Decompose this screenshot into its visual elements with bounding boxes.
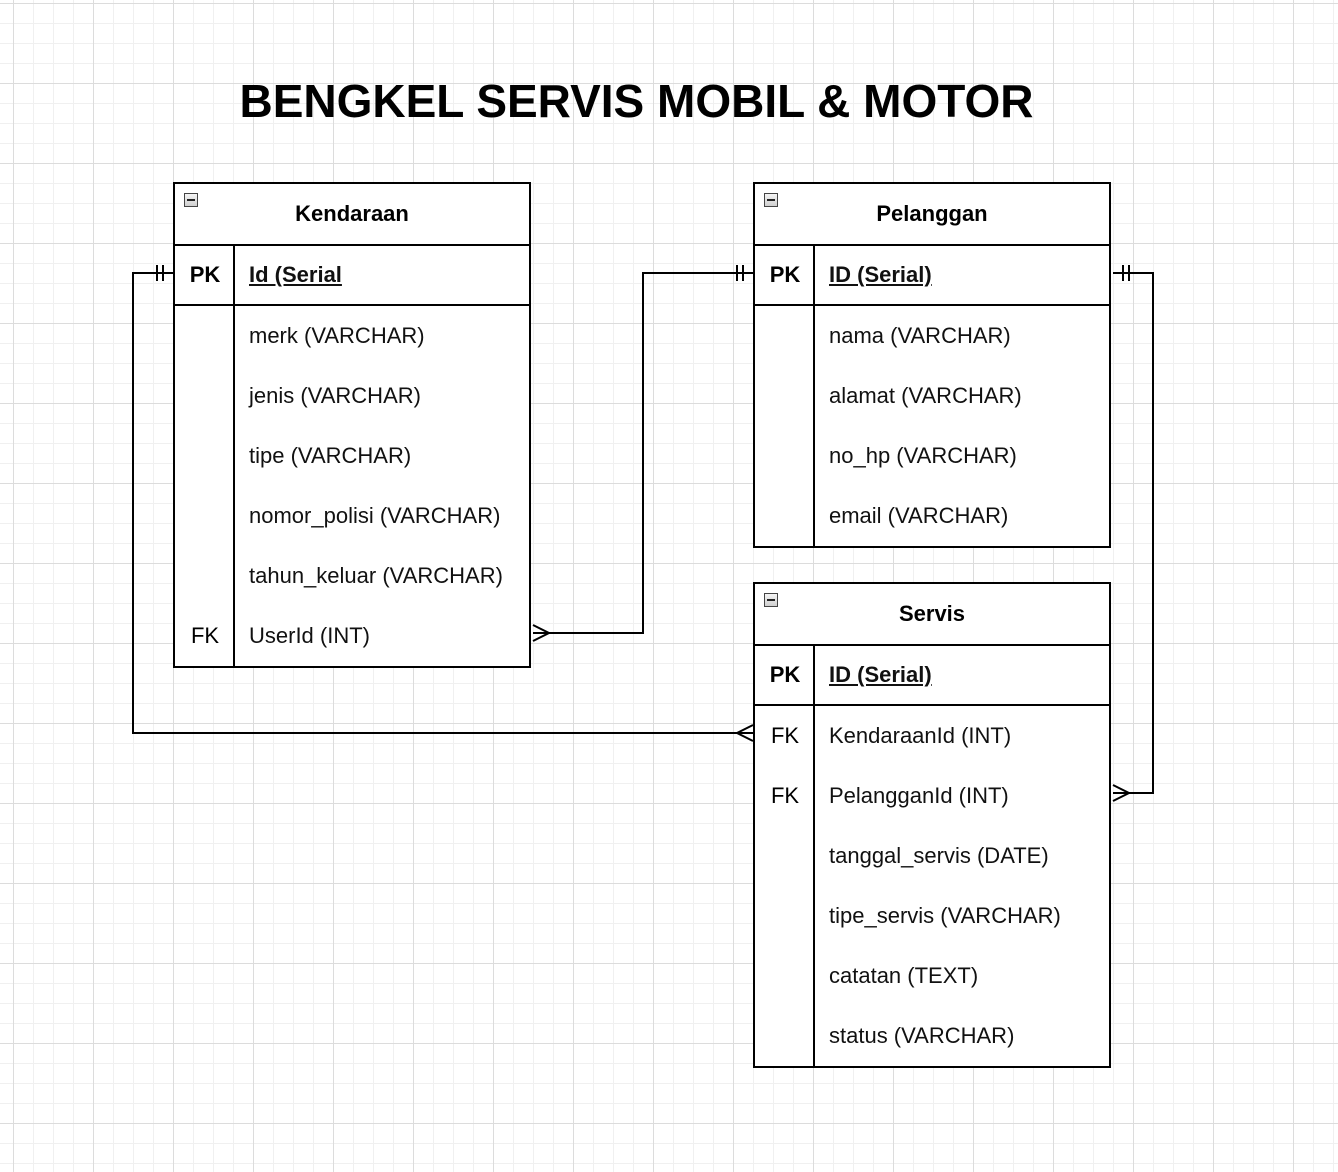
field-row[interactable]: tipe_servis (VARCHAR) [755, 886, 1109, 946]
field-label: ID (Serial) [829, 662, 932, 687]
field-row[interactable]: email (VARCHAR) [755, 486, 1109, 546]
key-label [755, 306, 815, 366]
entity-header[interactable]: Servis [755, 584, 1109, 646]
field-label: tanggal_servis (DATE) [829, 843, 1049, 868]
field-row[interactable]: status (VARCHAR) [755, 1006, 1109, 1066]
field-row[interactable]: nama (VARCHAR) [755, 306, 1109, 366]
field-row[interactable]: FK KendaraanId (INT) [755, 706, 1109, 766]
entity-name: Servis [898, 601, 966, 626]
field-row[interactable]: catatan (TEXT) [755, 946, 1109, 1006]
key-label [175, 546, 235, 606]
field-row[interactable]: merk (VARCHAR) [175, 306, 529, 366]
field-row[interactable]: FK PelangganId (INT) [755, 766, 1109, 826]
key-label [755, 946, 815, 1006]
entity-header[interactable]: Kendaraan [175, 184, 529, 246]
key-label [175, 366, 235, 426]
key-label [755, 886, 815, 946]
relationship-pelanggan-servis[interactable] [1112, 265, 1154, 802]
entity-servis[interactable]: Servis PK ID (Serial) FK KendaraanId (INT… [753, 582, 1111, 1068]
key-column-divider [813, 246, 815, 546]
field-label: merk (VARCHAR) [249, 323, 425, 348]
field-row[interactable]: tipe (VARCHAR) [175, 426, 529, 486]
pk-row[interactable]: PK Id (Serial [175, 246, 529, 306]
key-label [755, 426, 815, 486]
field-label: status (VARCHAR) [829, 1023, 1015, 1048]
collapse-icon[interactable] [184, 193, 198, 207]
field-label: email (VARCHAR) [829, 503, 1009, 528]
field-label: alamat (VARCHAR) [829, 383, 1022, 408]
field-label: tipe (VARCHAR) [249, 443, 412, 468]
pk-row[interactable]: PK ID (Serial) [755, 646, 1109, 706]
diagram-title: BENGKEL SERVIS MOBIL & MOTOR [239, 75, 1034, 127]
key-label [755, 366, 815, 426]
field-row[interactable]: alamat (VARCHAR) [755, 366, 1109, 426]
field-row[interactable]: nomor_polisi (VARCHAR) [175, 486, 529, 546]
key-label: FK [770, 783, 800, 808]
field-label: no_hp (VARCHAR) [829, 443, 1017, 468]
entity-header[interactable]: Pelanggan [755, 184, 1109, 246]
field-label: tahun_keluar (VARCHAR) [249, 563, 503, 588]
field-label: ID (Serial) [829, 262, 932, 287]
key-label [175, 306, 235, 366]
key-label: FK [770, 723, 800, 748]
key-label [755, 1006, 815, 1066]
field-label: KendaraanId (INT) [829, 723, 1012, 748]
key-label [755, 826, 815, 886]
entity-kendaraan[interactable]: Kendaraan PK Id (Serial merk (VARCHAR) j… [173, 182, 531, 668]
field-row[interactable]: FK UserId (INT) [175, 606, 529, 666]
key-label [175, 426, 235, 486]
entity-name: Pelanggan [876, 201, 988, 226]
field-label: catatan (TEXT) [829, 963, 979, 988]
collapse-icon[interactable] [764, 593, 778, 607]
field-label: PelangganId (INT) [829, 783, 1009, 808]
field-row[interactable]: tanggal_servis (DATE) [755, 826, 1109, 886]
field-label: nama (VARCHAR) [829, 323, 1011, 348]
key-label [175, 486, 235, 546]
field-label: tipe_servis (VARCHAR) [829, 903, 1061, 928]
field-row[interactable]: jenis (VARCHAR) [175, 366, 529, 426]
entity-pelanggan[interactable]: Pelanggan PK ID (Serial) nama (VARCHAR) … [753, 182, 1111, 548]
field-label: nomor_polisi (VARCHAR) [249, 503, 501, 528]
field-row[interactable]: no_hp (VARCHAR) [755, 426, 1109, 486]
field-label: jenis (VARCHAR) [249, 383, 421, 408]
key-label: PK [769, 262, 801, 287]
field-label: Id (Serial [249, 262, 342, 287]
key-column-divider [233, 246, 235, 666]
key-label: PK [769, 662, 801, 687]
key-label: FK [190, 623, 220, 648]
entity-name: Kendaraan [295, 201, 409, 226]
key-label [755, 486, 815, 546]
key-label: PK [189, 262, 221, 287]
field-label: UserId (INT) [249, 623, 370, 648]
pk-row[interactable]: PK ID (Serial) [755, 246, 1109, 306]
relationship-pelanggan-kendaraan[interactable] [532, 265, 753, 642]
key-column-divider [813, 646, 815, 1066]
field-row[interactable]: tahun_keluar (VARCHAR) [175, 546, 529, 606]
collapse-icon[interactable] [764, 193, 778, 207]
